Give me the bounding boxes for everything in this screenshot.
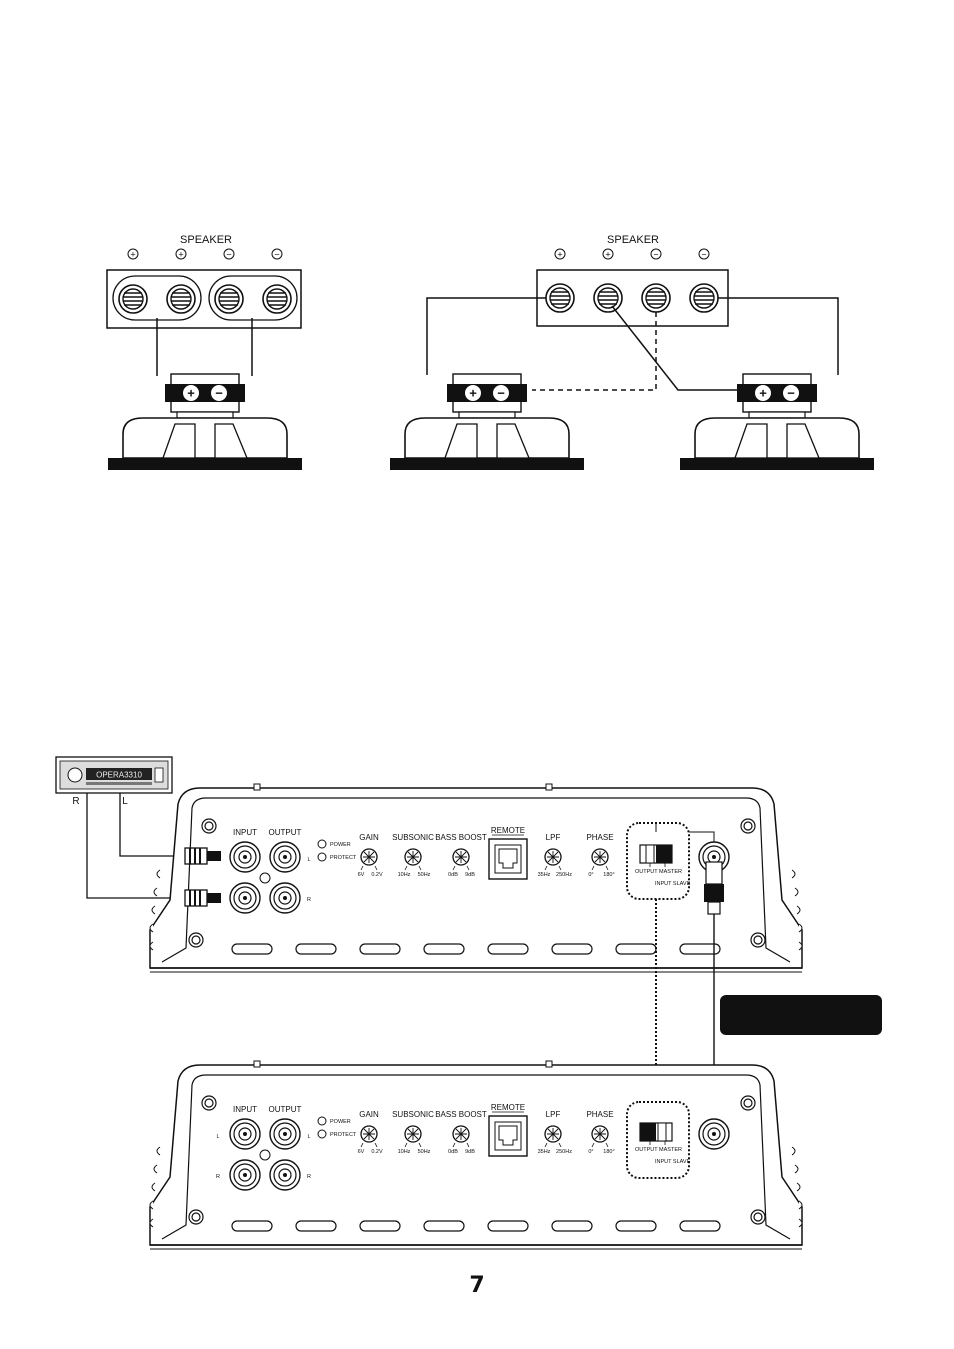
page-number: 7 xyxy=(469,1273,484,1298)
protect-label: PROTECT xyxy=(330,855,357,861)
subsonic-min-label: 10Hz xyxy=(398,872,411,878)
bass-max-label: 9dB xyxy=(465,1149,475,1155)
power-label: POWER xyxy=(330,842,351,848)
gain-max-label: 0.2V xyxy=(371,872,383,878)
lpf-max-label: 250Hz xyxy=(556,872,572,878)
phase-min-label: 0° xyxy=(588,1149,593,1155)
head-unit-display: OPERA3310 xyxy=(96,771,142,780)
terminal-sign: − xyxy=(701,250,706,260)
gain-min-label: 6V xyxy=(358,1149,365,1155)
woofer: + − xyxy=(107,373,303,471)
left-channel-label: L xyxy=(216,1134,219,1140)
woofer-positive-label: + xyxy=(187,386,195,401)
subsonic-min-label: 10Hz xyxy=(398,1149,411,1155)
right-channel-label: R xyxy=(216,1174,220,1180)
phase-max-label: 180° xyxy=(603,872,614,878)
head-unit: OPERA3310 R L xyxy=(55,756,173,807)
output-label: OUTPUT xyxy=(269,828,302,837)
woofer-positive-label: + xyxy=(469,386,477,401)
terminal-sign: − xyxy=(653,250,658,260)
woofer-a: + − xyxy=(389,373,585,471)
terminal-sign: + xyxy=(605,250,610,260)
subsonic-max-label: 50Hz xyxy=(418,872,431,878)
output-rca-left[interactable] xyxy=(269,1118,301,1150)
woofer-negative-label: − xyxy=(787,386,795,401)
head-unit-left-label: L xyxy=(122,796,128,807)
subsonic-max-label: 50Hz xyxy=(418,1149,431,1155)
gain-label: GAIN xyxy=(359,1110,379,1119)
input-rca-right[interactable] xyxy=(229,882,261,914)
phase-min-label: 0° xyxy=(588,872,593,878)
bass-max-label: 9dB xyxy=(465,872,475,878)
slave-link-rca[interactable] xyxy=(698,1118,730,1150)
speaker-title: SPEAKER xyxy=(607,234,659,246)
output-label: OUTPUT xyxy=(269,1105,302,1114)
woofer-positive-label: + xyxy=(759,386,767,401)
gain-min-label: 6V xyxy=(358,872,365,878)
terminal-sign-row: + + − − xyxy=(127,248,283,260)
right-channel-label: R xyxy=(307,1174,311,1180)
input-label: INPUT xyxy=(233,1105,257,1114)
terminal-sign: + xyxy=(178,250,183,260)
protect-label: PROTECT xyxy=(330,1132,357,1138)
power-label: POWER xyxy=(330,1119,351,1125)
woofer-negative-label: − xyxy=(497,386,505,401)
terminal-sign: − xyxy=(274,250,279,260)
bass-boost-label: BASS BOOST xyxy=(435,833,487,842)
amplifier-master: INPUT OUTPUT L R POWER PROTECT GAIN 6V 0… xyxy=(149,783,803,973)
left-channel-label: L xyxy=(307,1134,310,1140)
amplifier-slave: INPUT OUTPUT L L R R POWER PROTECT GAIN … xyxy=(149,1060,803,1250)
protect-led xyxy=(317,852,327,862)
subsonic-label: SUBSONIC xyxy=(392,1110,434,1119)
lpf-max-label: 250Hz xyxy=(556,1149,572,1155)
output-master-label: OUTPUT MASTER xyxy=(635,1147,682,1153)
power-led xyxy=(317,839,327,849)
input-rca-left[interactable] xyxy=(229,1118,261,1150)
terminal-sign: + xyxy=(557,250,562,260)
woofer-b: + − xyxy=(679,373,875,471)
protect-led xyxy=(317,1129,327,1139)
output-rca-left[interactable] xyxy=(269,841,301,873)
bass-min-label: 0dB xyxy=(448,872,458,878)
lpf-label: LPF xyxy=(546,833,561,842)
phase-max-label: 180° xyxy=(603,1149,614,1155)
remote-label: REMOTE xyxy=(491,1103,525,1112)
lpf-label: LPF xyxy=(546,1110,561,1119)
speaker-title: SPEAKER xyxy=(180,234,232,246)
lpf-min-label: 35Hz xyxy=(538,872,551,878)
input-slave-label: INPUT SLAVE xyxy=(655,881,691,887)
callout-box xyxy=(720,995,882,1035)
power-led xyxy=(317,1116,327,1126)
head-unit-right-label: R xyxy=(72,796,79,807)
right-channel-label: R xyxy=(307,897,311,903)
left-channel-label: L xyxy=(307,857,310,863)
input-slave-label: INPUT SLAVE xyxy=(655,1159,691,1165)
phase-label: PHASE xyxy=(586,1110,613,1119)
lpf-min-label: 35Hz xyxy=(538,1149,551,1155)
remote-label: REMOTE xyxy=(491,826,525,835)
output-rca-right[interactable] xyxy=(269,882,301,914)
input-rca-left[interactable] xyxy=(229,841,261,873)
terminal-sign: + xyxy=(130,250,135,260)
bass-min-label: 0dB xyxy=(448,1149,458,1155)
gain-max-label: 0.2V xyxy=(371,1149,383,1155)
output-master-label: OUTPUT MASTER xyxy=(635,869,682,875)
output-rca-right[interactable] xyxy=(269,1159,301,1191)
bass-boost-label: BASS BOOST xyxy=(435,1110,487,1119)
subsonic-label: SUBSONIC xyxy=(392,833,434,842)
speaker-diagram-right: SPEAKER + + − − + − + − xyxy=(389,234,875,471)
phase-label: PHASE xyxy=(586,833,613,842)
input-label: INPUT xyxy=(233,828,257,837)
gain-label: GAIN xyxy=(359,833,379,842)
speaker-diagram-left: SPEAKER + + − − + − xyxy=(106,234,303,471)
input-rca-right[interactable] xyxy=(229,1159,261,1191)
woofer-negative-label: − xyxy=(215,386,223,401)
terminal-sign: − xyxy=(226,250,231,260)
